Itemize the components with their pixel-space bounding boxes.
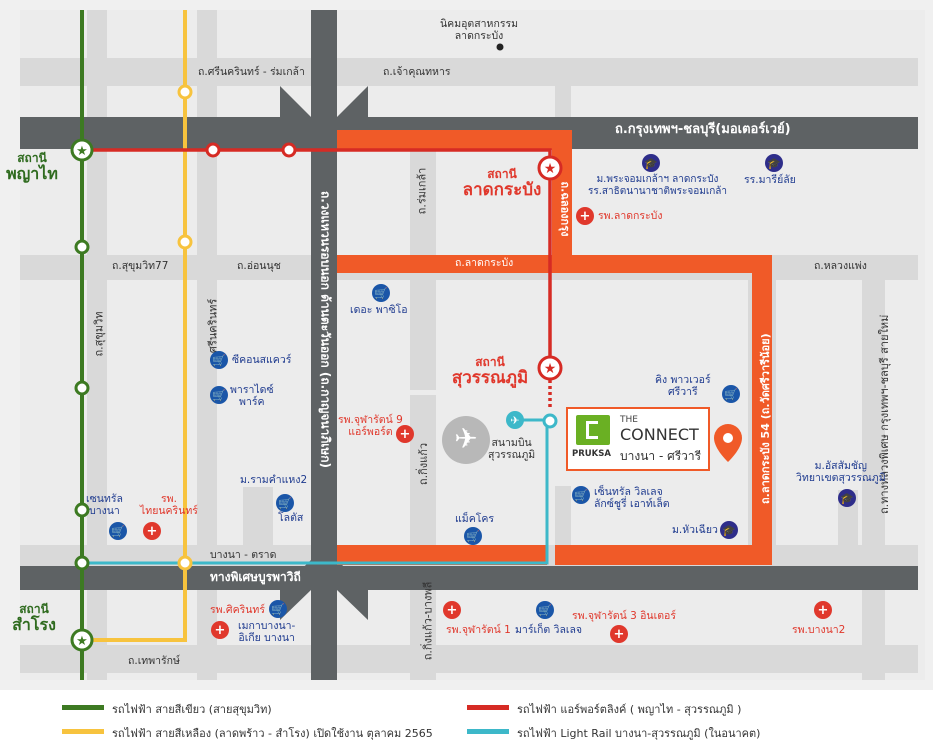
hospital-icon: + [396, 425, 414, 443]
mariasai-label: รร.มารีย์ลัย [744, 174, 796, 186]
shopping-cart-icon: 🛒 [536, 601, 554, 619]
lat-krabang-54-label: ถ.ลาดกระบัง 54 (ถ.วัดศรีวารีน้อย) [759, 333, 772, 504]
pruksa-logo-icon [576, 415, 610, 445]
chalong-krung-label: ถ.ฉลองกรุง [558, 181, 572, 237]
east-ring-road-label: ถ.วงแหวนรอบนอก ด้านตะวันออก (ถ.กาญจนาภิเ… [318, 190, 333, 469]
burapha-withi-label: ทางพิเศษบูรพาวิถี [210, 570, 301, 584]
pruksa-brand: PRUKSA [572, 449, 611, 459]
ramkhamhaeng2-label: ม.รามคำแหง2 [240, 474, 308, 486]
light-rail-station [542, 413, 558, 429]
thepharak-label: ถ.เทพารักษ์ [128, 655, 180, 667]
on-nut-label: ถ.อ่อนนุช [237, 260, 281, 272]
mega-bangna-label: เมกาบางนา- อิเกีย บางนา [238, 620, 296, 645]
svg-text:★: ★ [76, 144, 88, 159]
suvarnabhumi-station-label: สถานีสุวรรณภูมิ [451, 355, 529, 389]
central-village-label: เซ็นทรัล วิลเลจ ลักซ์ชูรี่ เอาท์เล็ต [594, 486, 670, 511]
chularat1-label: รพ.จุฬารัตน์ 1 [446, 624, 511, 636]
paradise-park-label: พาราไดซ์ พาร์ค [230, 384, 274, 409]
market-village-label: มาร์เก็ต วิลเลจ [515, 624, 583, 636]
light-rail-airport-icon [506, 411, 524, 429]
hospital-icon: + [443, 601, 461, 619]
king-kaeo-label: ถ.กิ่งแก้ว [417, 442, 431, 486]
major-roads [20, 10, 918, 680]
romklao-label: ถ.ร่มเกล้า [415, 167, 429, 215]
location-pin-icon [714, 424, 742, 462]
suvarnabhumi-airport-label: สนามบิน สุวรรณภูมิ [488, 437, 536, 462]
airport-link-line [82, 148, 552, 368]
shopping-cart-icon: 🛒 [276, 494, 294, 512]
svg-text:✈: ✈ [510, 414, 519, 427]
project-subtitle: บางนา - ศรีวารี [620, 449, 702, 463]
lat-krabang-hospital-label: รพ.ลาดกระบัง [598, 210, 663, 222]
king-power-label: คิง พาวเวอร์ ศรีวารี [655, 374, 711, 399]
legend-green-line: รถไฟฟ้า สายสีเขียว (สายสุขุมวิท) [112, 703, 272, 716]
legend-airport-link: รถไฟฟ้า แอร์พอร์ตลิงค์ ( พญาไท - สุวรรณภ… [517, 703, 742, 716]
shopping-cart-icon: 🛒 [722, 385, 740, 403]
assumption-label: ม.อัสสัมชัญ วิทยาเขตสุวรรณภูมิ [796, 460, 886, 485]
bangna-trat-label: บางนา - ตราด [210, 549, 277, 561]
shopping-cart-icon: 🛒 [464, 527, 482, 545]
star-stations: ★ ★ ★ ★ [70, 138, 563, 652]
huachiew-label: ม.หัวเฉียว [672, 524, 718, 536]
industrial-estate-label: นิคมอุตสาหกรรม ลาดกระบัง [440, 18, 519, 43]
project-connect: CONNECT [620, 425, 699, 444]
chaokhun-thahan-label: ถ.เจ้าคุณทหาร [383, 66, 451, 78]
chularat9-label: รพ.จุฬารัตน์ 9 แอร์พอร์ต [338, 414, 403, 439]
yellow-line-stations [177, 84, 193, 571]
krungthep-chonburi-new-label: ถ.ทางหลวงพิเศษ กรุงเทพฯ-ชลบุรี สายใหม่ [878, 314, 891, 514]
airport-icon-bg [442, 416, 490, 464]
graduation-cap-icon: 🎓 [838, 489, 856, 507]
svg-text:★: ★ [544, 361, 557, 377]
hospital-icon: + [211, 621, 229, 639]
shopping-cart-icon: 🛒 [210, 386, 228, 404]
shopping-cart-icon: 🛒 [210, 351, 228, 369]
phaya-thai-station-label: สถานีพญาไท [6, 151, 58, 184]
project-the: THE [620, 415, 638, 425]
lotus-label: โลตัส [278, 512, 304, 524]
sikarin-label: รพ.ศิครินทร์ [210, 604, 265, 616]
central-bangna-label: เซนทรัล บางนา [86, 493, 123, 518]
hospital-icon: + [576, 207, 594, 225]
shopping-cart-icon: 🛒 [269, 600, 287, 618]
lat-krabang-road-label: ถ.ลาดกระบัง [455, 257, 514, 269]
makro-label: แม็คโคร [455, 513, 495, 525]
samrong-station-label: สถานีสำโรง [12, 602, 56, 635]
luang-phaeng-label: ถ.หลวงแพ่ง [814, 260, 867, 272]
bangna2-label: รพ.บางนา2 [792, 624, 846, 636]
svg-text:★: ★ [544, 161, 557, 177]
hospital-icon: + [610, 625, 628, 643]
svg-text:★: ★ [76, 634, 88, 649]
king-kaeo-bang-phli-label: ถ.กิ่งแก้ว-บางพลี [421, 581, 435, 661]
legend-light-rail: รถไฟฟ้า Light Rail บางนา-สุวรรณภูมิ (ในอ… [517, 727, 761, 740]
highlighted-roads [337, 130, 772, 565]
light-rail-line [82, 418, 549, 565]
sukhumvit77-label: ถ.สุขุมวิท77 [112, 260, 169, 272]
shopping-cart-icon: 🛒 [572, 486, 590, 504]
graduation-cap-icon: 🎓 [720, 521, 738, 539]
sukhumvit-label: ถ.สุขุมวิท [92, 311, 106, 357]
lat-krabang-station-label: สถานีลาดกระบัง [462, 167, 542, 201]
green-line-stations [74, 239, 90, 571]
motorway-label: ถ.กรุงเทพฯ-ชลบุรี(มอเตอร์เวย์) [615, 122, 791, 137]
hospital-icon: + [814, 601, 832, 619]
shopping-cart-icon: 🛒 [109, 522, 127, 540]
hospital-icon: + [143, 522, 161, 540]
kmitl-label: ม.พระจอมเกล้าฯ ลาดกระบัง รร.สาธิตนานาชาต… [588, 174, 728, 197]
legend-yellow-line: รถไฟฟ้า สายสีเหลือง (ลาดพร้าว - สำโรง) เ… [112, 727, 433, 740]
graduation-cap-icon: 🎓 [765, 154, 783, 172]
airplane-icon: ✈ [454, 422, 477, 455]
chularat3-label: รพ.จุฬารัตน์ 3 อินเตอร์ [572, 610, 676, 622]
the-paseo-label: เดอะ พาซิโอ [350, 304, 408, 316]
shopping-cart-icon: 🛒 [372, 284, 390, 302]
airport-link-stations [205, 142, 297, 158]
yellow-line [80, 10, 187, 642]
graduation-cap-icon: 🎓 [642, 154, 660, 172]
srinakarin-romklao-label: ถ.ศรีนครินทร์ - ร่มเกล้า [198, 66, 305, 78]
project-marker-box: PRUKSA THE CONNECT บางนา - ศรีวารี [566, 407, 710, 471]
thainakarin-label: รพ. ไทยนครินทร์ [140, 493, 198, 518]
seacon-label: ซีคอนสแควร์ [232, 354, 292, 366]
